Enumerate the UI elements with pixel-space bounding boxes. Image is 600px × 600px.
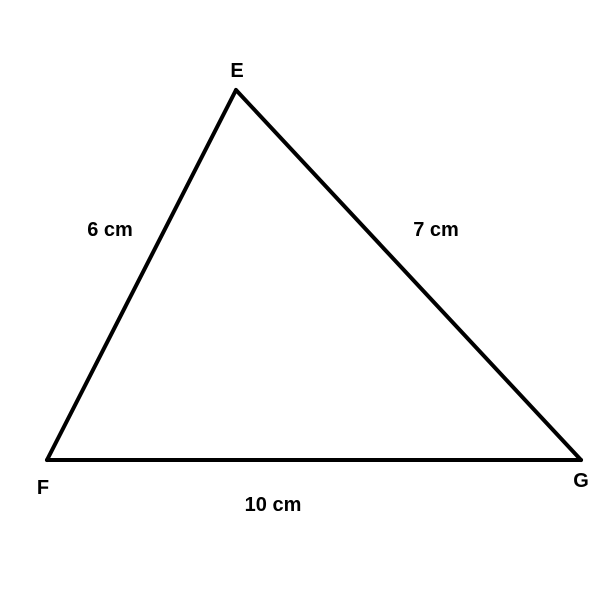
side-length-ef: 6 cm [87,219,133,241]
side-length-fg: 10 cm [245,494,302,516]
vertex-label-g: G [573,470,589,492]
vertex-label-f: F [37,477,49,499]
side-eg [234,88,583,462]
side-length-eg: 7 cm [413,219,459,241]
triangle-efg [45,88,583,462]
side-ef [45,88,238,462]
vertex-label-e: E [230,60,243,82]
